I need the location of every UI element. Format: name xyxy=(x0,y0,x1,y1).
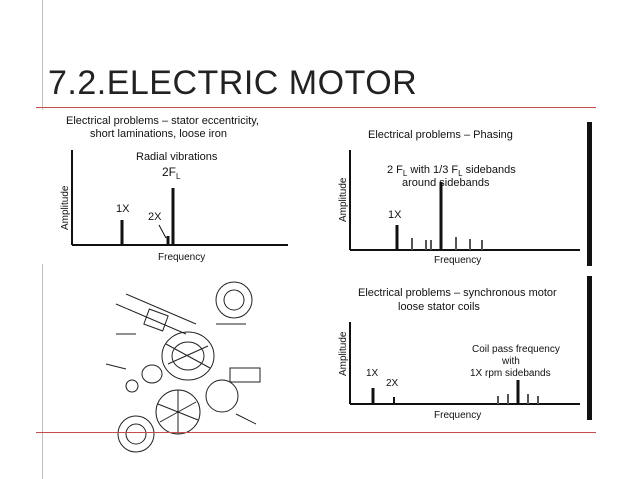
chart3-xlabel: Frequency xyxy=(434,410,481,420)
chart3-note-line3: 1X rpm sidebands xyxy=(470,368,551,379)
end-bracket-de xyxy=(215,281,253,319)
fan-cover xyxy=(117,415,155,453)
chart3-label-2x: 2X xyxy=(386,378,399,389)
chart1-ylabel: Amplitude xyxy=(60,185,71,230)
end-bracket-nde xyxy=(205,379,239,413)
motor-diagram-svg xyxy=(105,281,261,453)
slide-title: 7.2.ELECTRIC MOTOR xyxy=(48,64,418,102)
chart1-label-2x: 2X xyxy=(148,211,162,223)
chart2-note-line2: around sidebands xyxy=(402,177,490,189)
chart1-subtitle: Radial vibrations xyxy=(136,151,218,163)
chart2-right-edge xyxy=(587,122,592,266)
chart-phasing-svg: Electrical problems – Phasing 2 FL with … xyxy=(338,129,580,266)
chart3-right-edge xyxy=(587,276,592,420)
conduit-box xyxy=(229,367,261,383)
bearing xyxy=(141,364,163,384)
chart-stator-eccentricity: Electrical problems – stator eccentricit… xyxy=(38,110,322,264)
chart2-xlabel: Frequency xyxy=(434,255,481,266)
chart2-label-1x: 1X xyxy=(388,209,402,221)
chart1-xlabel: Frequency xyxy=(158,252,205,263)
stator-frame xyxy=(161,331,215,381)
shaft-key xyxy=(143,308,169,332)
chart3-note-line2: with xyxy=(501,356,520,367)
chart3-ylabel: Amplitude xyxy=(338,331,349,376)
chart3-title-line1: Electrical problems – synchronous motor xyxy=(358,287,557,299)
chart3-title-line2: loose stator coils xyxy=(398,301,480,313)
chart-synchronous-motor: Electrical problems – synchronous motor … xyxy=(330,276,592,421)
chart1-2x-pointer xyxy=(158,224,167,239)
footer-rule xyxy=(36,432,596,433)
chart2-note-line1: 2 FL with 1/3 FL sidebands xyxy=(387,164,516,178)
chart1-title-line2: short laminations, loose iron xyxy=(90,128,227,140)
chart-stator-svg: Electrical problems – stator eccentricit… xyxy=(60,115,288,263)
title-underline xyxy=(36,107,596,108)
exploded-motor-diagram xyxy=(96,274,272,466)
chart2-ylabel: Amplitude xyxy=(338,177,349,222)
chart-phasing: Electrical problems – Phasing 2 FL with … xyxy=(330,122,592,266)
chart-synchronous-svg: Electrical problems – synchronous motor … xyxy=(338,287,580,421)
chart1-title-line1: Electrical problems – stator eccentricit… xyxy=(66,115,259,127)
chart2-title: Electrical problems – Phasing xyxy=(368,129,513,141)
chart3-label-1x: 1X xyxy=(366,368,379,379)
chart1-label-2f: 2FL xyxy=(162,165,181,181)
chart3-note-line1: Coil pass frequency xyxy=(472,344,560,355)
chart1-label-1x: 1X xyxy=(116,203,130,215)
